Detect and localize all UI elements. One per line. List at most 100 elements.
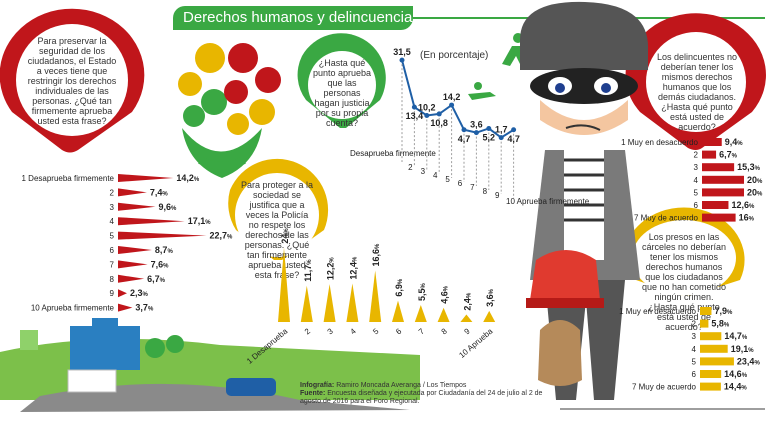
q1-value-label: 9,6% xyxy=(158,202,177,212)
money-bag-icon xyxy=(538,320,582,386)
q2-x-label: 10 Aprueba firmemente xyxy=(506,197,590,206)
thief-illustration xyxy=(520,1,649,400)
q2-point xyxy=(449,102,455,108)
q2-value-label: 14,2 xyxy=(443,92,461,102)
fuente-text: Encuesta diseñada y ejecutada por Ciudad… xyxy=(300,390,543,405)
q4-category-label: 2 xyxy=(694,151,699,160)
q4-value-label: 15,3% xyxy=(737,162,761,172)
q3-value-label: 3,6% xyxy=(485,288,495,307)
q4-bar xyxy=(702,175,744,184)
q2-point xyxy=(399,57,405,63)
q2-point xyxy=(498,135,504,141)
q2-value-label: 4,7 xyxy=(458,134,471,144)
q2-x-label: 2 xyxy=(408,163,413,172)
q3-category-label: 6 xyxy=(394,326,404,336)
fire-icon xyxy=(227,113,249,135)
q2-x-label: 4 xyxy=(433,171,438,180)
q5-bar xyxy=(700,307,712,315)
q1-value-label: 3,7% xyxy=(135,303,154,313)
q3-bar xyxy=(369,270,382,322)
q1-bar xyxy=(118,246,152,254)
q3-value-label: 4,6% xyxy=(440,285,450,304)
q2-value-label: 1,7 xyxy=(495,125,508,135)
q5-value-label: 14,6% xyxy=(724,369,748,379)
q4-bar xyxy=(702,188,744,197)
q5-value-label: 7,9% xyxy=(714,306,733,316)
q3-value-label: 12,2% xyxy=(326,257,336,281)
q3-bar xyxy=(414,304,427,322)
q1-bar xyxy=(118,202,156,211)
people-icon xyxy=(201,89,227,115)
q1-value-label: 6,7% xyxy=(147,274,166,284)
infografia-label: Infografía: xyxy=(300,382,335,389)
q4-category-label: 4 xyxy=(694,176,699,185)
safe-icon xyxy=(255,67,281,93)
q2-point xyxy=(511,127,517,133)
q5-value-label: 23,4% xyxy=(737,356,761,366)
bus-icon xyxy=(226,378,276,396)
pin-bubble-right xyxy=(625,13,766,150)
q4-bar xyxy=(702,163,735,172)
q5-value-label: 14,7% xyxy=(724,331,748,341)
q1-category-label: 3 xyxy=(110,203,115,212)
q1-bar xyxy=(118,289,127,298)
q3-value-label: 6,9% xyxy=(394,278,404,297)
question-q1: Para preservar la seguridad de los ciuda… xyxy=(27,36,117,126)
q3-category-label: 2 xyxy=(303,326,313,336)
q2-x-label: Desaprueba firmemente xyxy=(350,149,436,158)
q2-point xyxy=(461,127,467,133)
q1-value-label: 7,6% xyxy=(151,259,170,269)
q4-bar xyxy=(702,138,722,146)
q4-category-label: 1 Muy en desacuerdo xyxy=(621,138,698,147)
q3-category-label: 4 xyxy=(348,326,358,336)
city-scene xyxy=(0,318,420,412)
q5-bar xyxy=(700,319,709,328)
q3-bar xyxy=(300,285,313,322)
q2-point xyxy=(436,111,442,117)
q1-bar xyxy=(118,274,145,283)
graduation-icon xyxy=(178,72,202,96)
q4-bar xyxy=(702,150,717,159)
q4-bar xyxy=(702,213,736,222)
q1-category-label: 7 xyxy=(110,260,115,269)
q4-value-label: 20% xyxy=(747,187,763,197)
q1-category-label: 10 Aprueba firmemente xyxy=(31,304,115,313)
q1-category-label: 5 xyxy=(110,232,115,241)
q5-category-label: 7 Muy de acuerdo xyxy=(632,383,697,392)
infografia-credit: Ramiro Moncada Averanga / Los Tiempos xyxy=(336,382,467,389)
q2-series-line xyxy=(401,59,515,139)
page-title: Derechos humanos y delincuencia xyxy=(183,9,413,26)
q5-bar xyxy=(700,357,734,366)
q1-bar xyxy=(118,231,207,240)
q2-value-label: 13,4 xyxy=(406,111,424,121)
q5-category-label: 5 xyxy=(692,357,697,366)
q3-category-label: 3 xyxy=(326,326,336,336)
house-icon xyxy=(249,99,275,125)
q5-category-label: 2 xyxy=(692,320,697,329)
q5-bar xyxy=(700,382,721,391)
pin-bubble-left xyxy=(0,8,145,153)
q5-value-label: 19,1% xyxy=(731,344,755,354)
q2-x-label: 3 xyxy=(421,167,426,176)
q3-category-label: 5 xyxy=(371,326,381,336)
car-icon xyxy=(228,43,258,73)
q1-category-label: 9 xyxy=(110,289,115,298)
q3-value-label: 11,7% xyxy=(303,259,313,282)
q1-value-label: 22,7% xyxy=(210,231,234,241)
education-icon xyxy=(183,105,205,127)
q4-category-label: 6 xyxy=(694,201,699,210)
source-block: Infografía: Ramiro Moncada Averanga / Lo… xyxy=(300,382,550,406)
pin-bubble-green xyxy=(297,33,386,129)
bottom-rule xyxy=(560,408,765,410)
q5-category-label: 4 xyxy=(692,345,697,354)
q5-value-label: 5,8% xyxy=(711,319,730,329)
q3-value-label: 5,5% xyxy=(417,282,427,301)
q5-bar xyxy=(700,344,728,353)
q2-x-label: 6 xyxy=(458,179,463,188)
q4-value-label: 16% xyxy=(739,213,755,223)
q2-point xyxy=(473,130,479,136)
q3-value-label: 12,4% xyxy=(348,256,358,280)
